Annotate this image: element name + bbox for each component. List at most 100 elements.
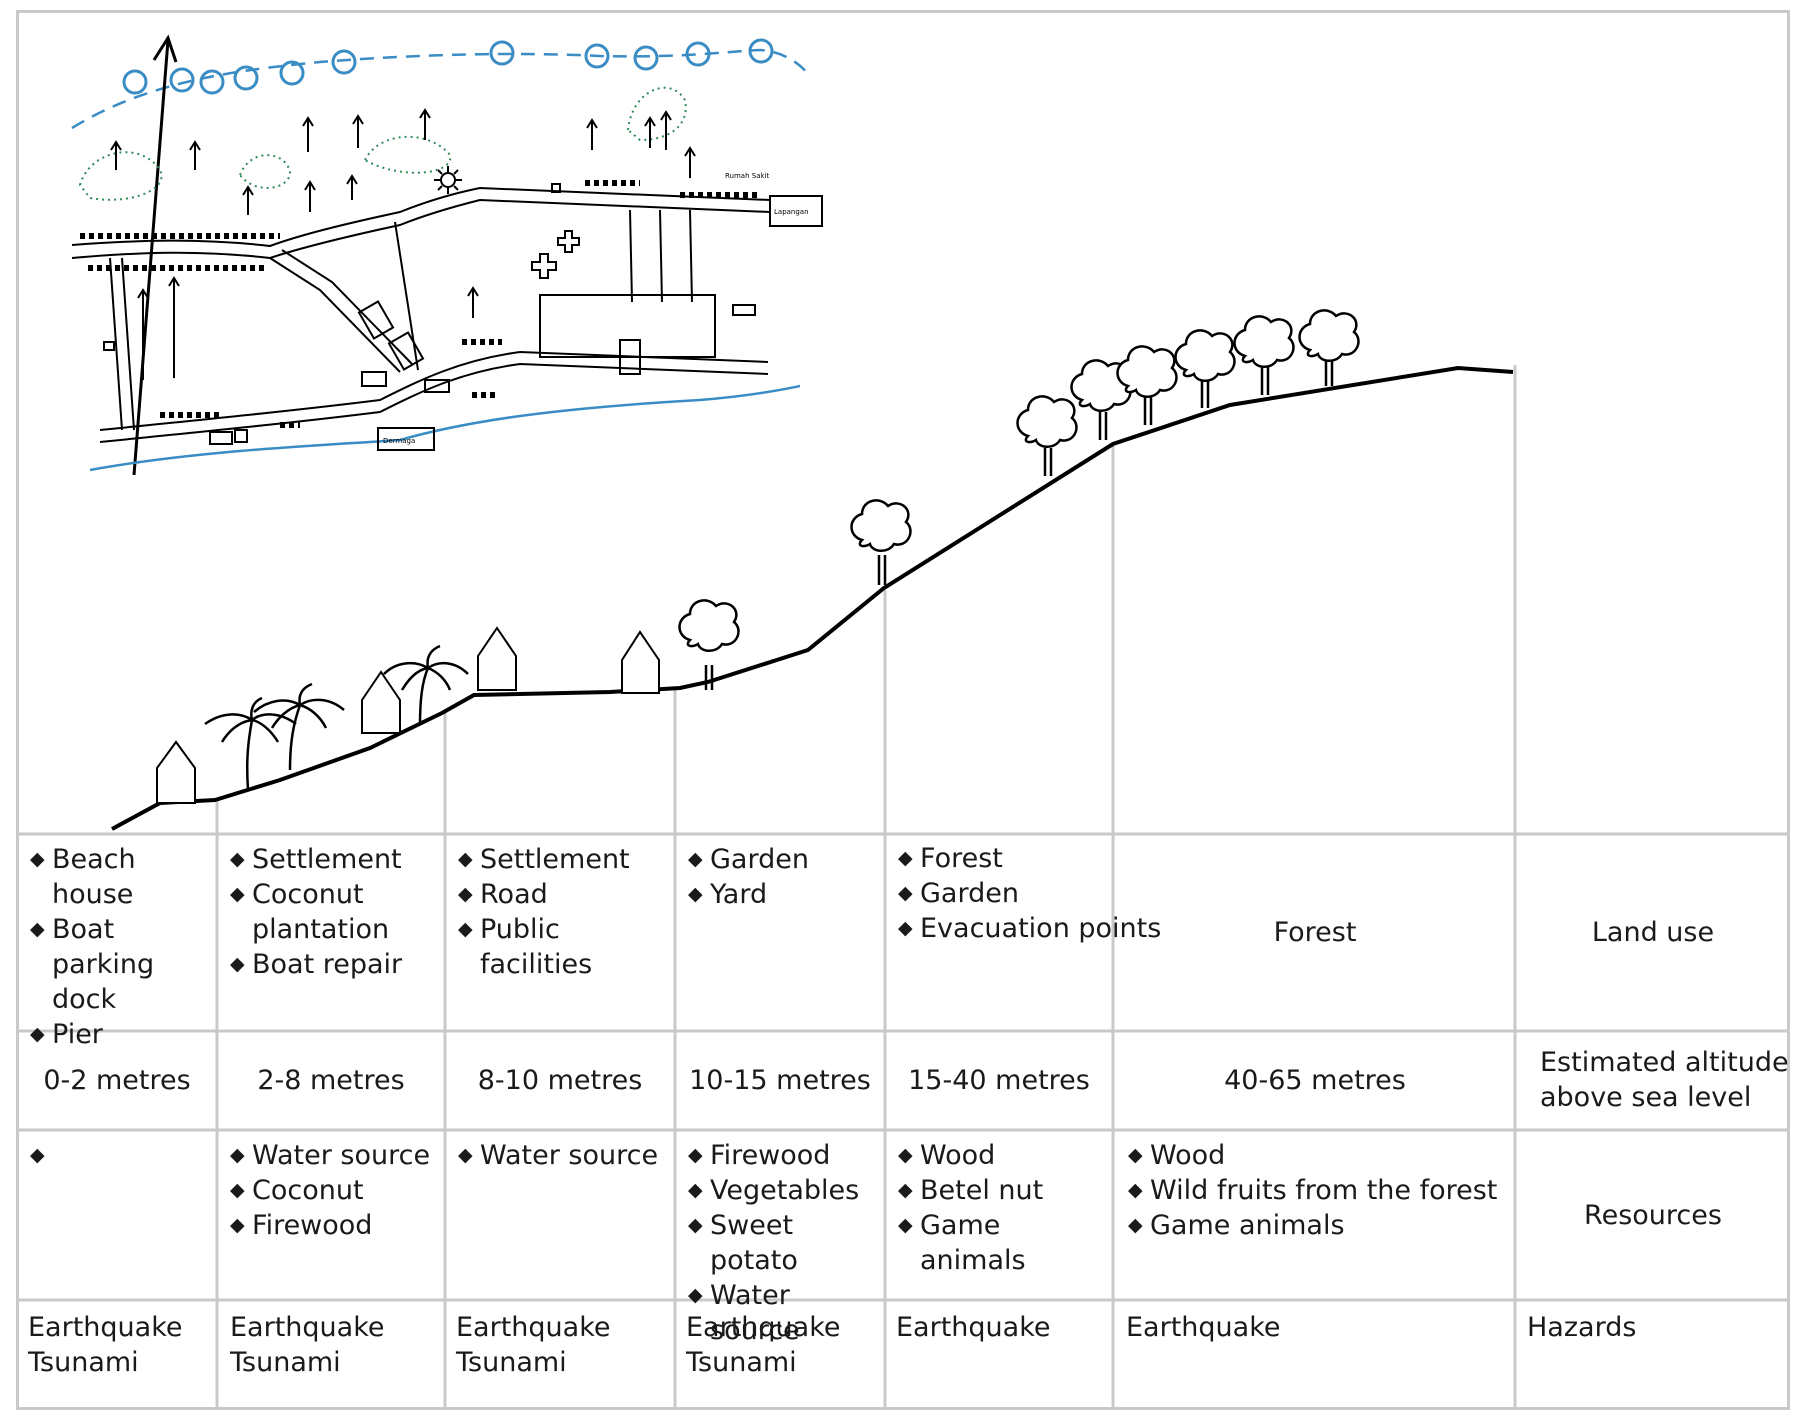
- altitude-cell-col5: 15-40 metres: [886, 1033, 1112, 1128]
- palm-tree-icon: [204, 696, 297, 791]
- resource-item: Water source: [230, 1138, 442, 1173]
- map-label-lapangan: Lapangan: [774, 208, 809, 216]
- land-use-item: Settlement: [458, 842, 673, 877]
- palm-tree-icon: [253, 682, 345, 771]
- village-sketch-map: [71, 34, 823, 476]
- church-cross-icon: [531, 253, 557, 279]
- hazard-item: Earthquake: [456, 1312, 611, 1343]
- land-use-item: Boat parking dock: [30, 912, 215, 1017]
- resources-cell-col5: Wood Betel nut Game animals: [898, 1138, 1110, 1298]
- house-icon: [621, 630, 660, 694]
- resource-item: Game animals: [898, 1208, 1110, 1278]
- map-label-dermaga: Dermaga: [383, 437, 415, 445]
- cross-road: [269, 249, 413, 373]
- hazards-cell-col3: Earthquake Tsunami: [456, 1310, 671, 1406]
- broadleaf-tree-icon: [678, 599, 740, 690]
- hazard-item: Earthquake: [686, 1312, 841, 1343]
- altitude-cell-col6: 40-65 metres: [1116, 1033, 1514, 1128]
- altitude-value: 40-65 metres: [1224, 1065, 1406, 1096]
- resources-cell-col4: Firewood Vegetables Sweet potato Water s…: [688, 1138, 883, 1346]
- land-use-item: Pier: [30, 1017, 215, 1052]
- land-use-item: Settlement: [230, 842, 442, 877]
- land-use-cell-col4: Garden Yard: [688, 842, 883, 1030]
- land-use-item: Coconut plantation: [230, 877, 442, 947]
- altitude-value: 8-10 metres: [477, 1065, 643, 1096]
- resource-item: Firewood: [688, 1138, 883, 1173]
- broadleaf-tree-icon: [1233, 315, 1295, 395]
- row-label-text: Land use: [1591, 916, 1715, 948]
- row-label-hazards: Hazards: [1527, 1310, 1787, 1406]
- house-icon: [361, 670, 401, 734]
- land-use-cell-col2: Settlement Coconut plantation Boat repai…: [230, 842, 442, 1030]
- broadleaf-tree-icon: [1298, 309, 1360, 386]
- altitude-cell-col3: 8-10 metres: [446, 1033, 674, 1128]
- house-icon: [156, 740, 196, 804]
- diagram-frame: [16, 10, 1790, 1410]
- resources-cell-col6: Wood Wild fruits from the forest Game an…: [1128, 1138, 1513, 1298]
- hazards-cell-col6: Earthquake: [1126, 1310, 1511, 1406]
- resource-item: Wood: [898, 1138, 1110, 1173]
- north-arrow-icon: [132, 34, 178, 476]
- tree-arrow-markers: [110, 108, 696, 380]
- resource-item: Betel nut: [898, 1173, 1110, 1208]
- resource-item: Wild fruits from the forest: [1128, 1173, 1513, 1208]
- elevation-profile: [111, 309, 1517, 1410]
- resources-cell-col1: [30, 1138, 215, 1298]
- land-use-item: Forest: [898, 841, 1158, 876]
- hazard-item: Tsunami: [686, 1347, 797, 1378]
- resource-item: Wood: [1128, 1138, 1513, 1173]
- land-use-item: Road: [458, 877, 673, 912]
- land-use-item: Evacuation points: [898, 911, 1161, 946]
- altitude-value: 0-2 metres: [43, 1065, 191, 1096]
- river: [89, 384, 801, 472]
- house-row: [80, 233, 280, 271]
- table-grid: [16, 832, 1790, 1302]
- broadleaf-tree-icon: [1174, 329, 1236, 408]
- palm-tree-icon: [383, 644, 469, 726]
- land-use-item: Yard: [688, 877, 883, 912]
- sea-dashed-line: [71, 48, 811, 130]
- broadleaf-tree-icon: [1116, 345, 1178, 425]
- row-label-text: Resources: [1584, 1199, 1722, 1231]
- hazards-cell-col1: Earthquake Tsunami: [28, 1310, 213, 1406]
- land-use-cell-col3: Settlement Road Public facilities: [458, 842, 673, 1030]
- altitude-value: 2-8 metres: [257, 1065, 405, 1096]
- terrain-line: [111, 365, 1514, 831]
- row-label-resources: Resources: [1518, 1132, 1788, 1298]
- resource-item: Game animals: [1128, 1208, 1513, 1243]
- lower-road: [99, 350, 769, 431]
- altitude-cell-col1: 0-2 metres: [18, 1033, 216, 1128]
- land-use-item: Garden: [688, 842, 883, 877]
- resource-item: Firewood: [230, 1208, 442, 1243]
- land-use-item: Public facilities: [458, 912, 673, 982]
- land-use-cell-col1: Beach house Boat parking dock Pier: [30, 842, 215, 1052]
- buoy-markers: [122, 38, 774, 95]
- house-icon: [477, 626, 517, 691]
- resource-item: Water source: [458, 1138, 673, 1173]
- broadleaf-tree-icon: [850, 499, 912, 585]
- land-use-text: Forest: [1273, 916, 1357, 948]
- land-use-cell-col6: Forest: [1116, 836, 1514, 1028]
- resource-item: Sweet potato: [688, 1208, 883, 1278]
- land-use-item: Boat repair: [230, 947, 442, 982]
- vegetation-clusters: [78, 86, 687, 201]
- row-label-text: above sea level: [1540, 1082, 1752, 1113]
- row-label-land-use: Land use: [1518, 836, 1788, 1028]
- altitude-cell-col2: 2-8 metres: [218, 1033, 444, 1128]
- hazard-item: Earthquake: [1126, 1312, 1281, 1343]
- resource-item: Vegetables: [688, 1173, 883, 1208]
- hazard-item: Earthquake: [28, 1312, 183, 1343]
- map-label-rumah-sakit: Rumah Sakit: [725, 172, 769, 180]
- resource-item: Water source: [688, 1278, 883, 1348]
- hazard-item: Earthquake: [230, 1312, 385, 1343]
- resource-item: Coconut: [230, 1173, 442, 1208]
- land-use-item: Garden: [898, 876, 1158, 911]
- broadleaf-tree-icon: [1016, 395, 1078, 476]
- altitude-value: 15-40 metres: [908, 1065, 1090, 1096]
- row-label-text: Estimated altitude: [1540, 1047, 1789, 1078]
- hazard-item: Tsunami: [28, 1347, 139, 1378]
- hazard-item: Tsunami: [456, 1347, 567, 1378]
- hazard-item: Tsunami: [230, 1347, 341, 1378]
- coastal-road: [71, 186, 771, 248]
